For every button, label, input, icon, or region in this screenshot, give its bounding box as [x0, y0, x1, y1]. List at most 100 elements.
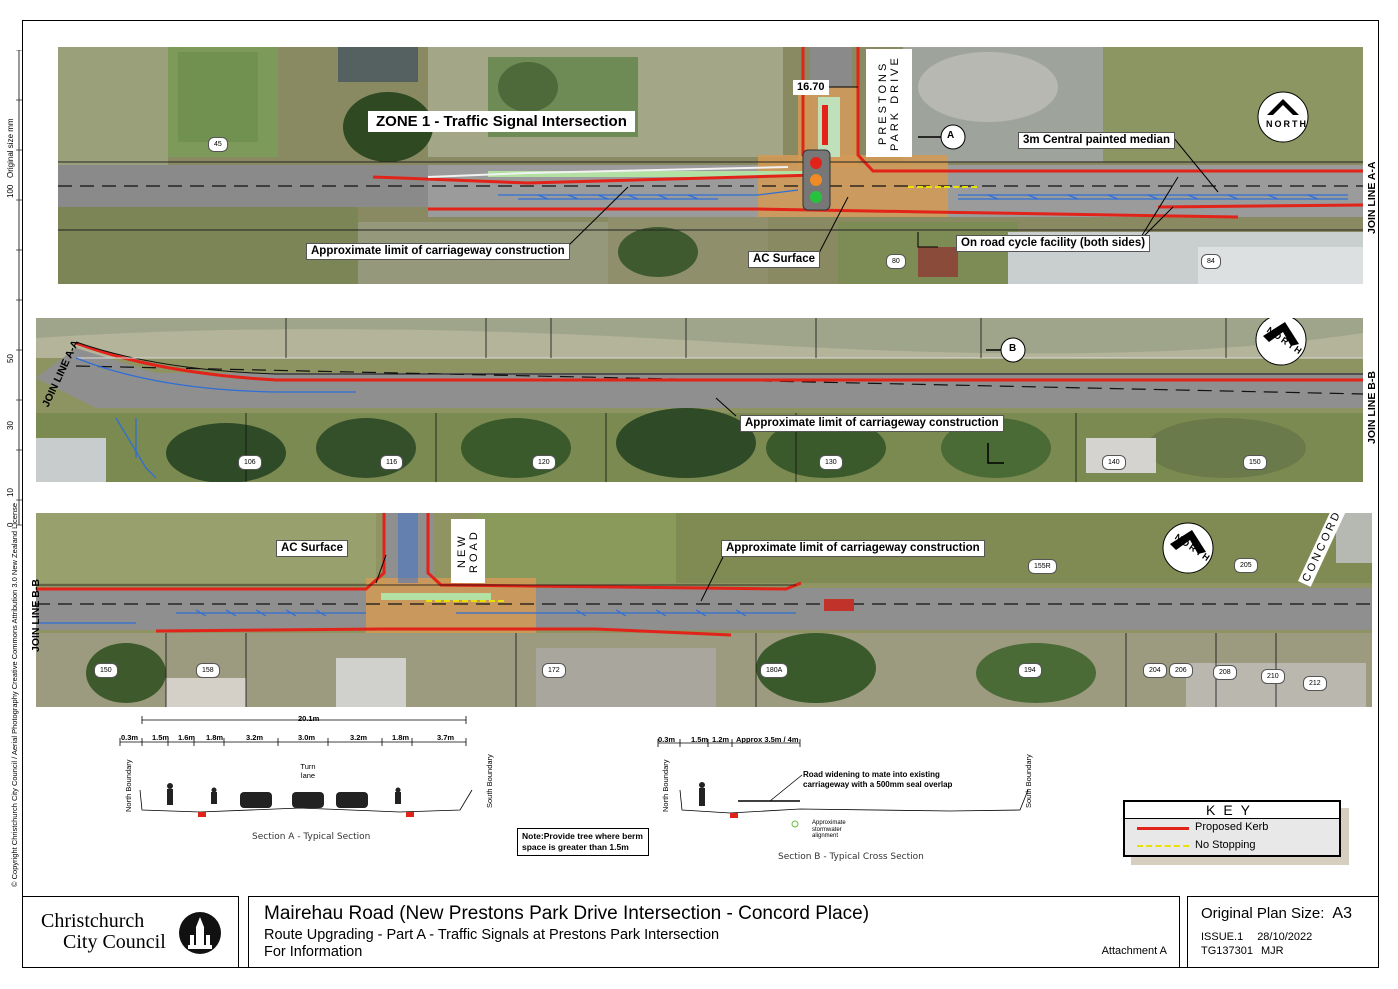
section-a-caption: Section A - Typical Section: [252, 832, 371, 842]
lot-number: 206: [1169, 663, 1193, 678]
dim-total: 20.1m: [298, 714, 320, 723]
lot-number: 80: [886, 254, 906, 269]
zone-title: ZONE 1 - Traffic Signal Intersection: [368, 111, 635, 132]
scale-10: 10: [6, 488, 15, 497]
scale-30: 30: [6, 421, 15, 430]
join-line-a-right: JOIN LINE A-A: [1366, 161, 1378, 234]
lot-number: 155R: [1028, 559, 1057, 574]
lot-number: 208: [1213, 665, 1237, 680]
drawing-title-block: Mairehau Road (New Prestons Park Drive I…: [248, 896, 1180, 968]
scale-100: 100: [6, 184, 15, 198]
lot-number: 150: [94, 663, 118, 678]
scale-50: 50: [6, 354, 15, 363]
key-row-no-stopping: No Stopping: [1125, 837, 1339, 855]
drawing-subtitle: Route Upgrading - Part A - Traffic Signa…: [264, 927, 720, 943]
aerial-plan-middle: [36, 318, 1363, 482]
section-marker-b: B: [1009, 343, 1017, 354]
drawing-number-row: TG137301 MJR: [1201, 945, 1284, 957]
north-arrow-label: NORTH: [1266, 119, 1308, 129]
join-line-b-left: JOIN LINE B-B: [30, 579, 42, 652]
copyright-notice: © Copyright Christchurch City Council / …: [10, 502, 19, 887]
dim-a-8: 3.7m: [437, 733, 455, 742]
label-ac-surface: AC Surface: [276, 540, 348, 557]
lot-number: 194: [1018, 663, 1042, 678]
dim-a-0: 0.3m: [121, 733, 139, 742]
lot-number: 130: [819, 455, 843, 470]
south-boundary-a: South Boundary: [485, 754, 494, 808]
lot-number: 120: [532, 455, 556, 470]
lot-number: 204: [1143, 663, 1167, 678]
dim-a-3: 1.8m: [206, 733, 224, 742]
plan-panel-middle: B NORTH Approximate limit of carriageway…: [36, 318, 1363, 482]
lot-number: 150: [1243, 455, 1267, 470]
plan-size-row: Original Plan Size: A3: [1201, 905, 1352, 923]
lot-number: 212: [1303, 676, 1327, 691]
dim-a-5: 3.0m: [298, 733, 316, 742]
section-b-caption: Section B - Typical Cross Section: [778, 852, 924, 862]
lot-number: 106: [238, 455, 262, 470]
issue-date: 28/10/2022: [1257, 931, 1313, 943]
key-row-kerb: Proposed Kerb: [1125, 819, 1339, 837]
lot-number: 140: [1102, 455, 1126, 470]
aerial-plan-zone3: [36, 513, 1372, 707]
join-line-b-right: JOIN LINE B-B: [1366, 371, 1378, 444]
key-no-stopping-label: No Stopping: [1195, 839, 1256, 851]
dim-b-3: Approx 3.5m / 4m: [736, 735, 799, 744]
plan-size-value: A3: [1332, 905, 1352, 922]
label-cycle-facility: On road cycle facility (both sides): [956, 235, 1151, 252]
attachment-label: Attachment A: [1101, 945, 1167, 957]
label-construction-limit: Approximate limit of carriageway constru…: [721, 540, 985, 557]
drawing-purpose: For Information: [264, 944, 363, 960]
dim-a-1: 1.5m: [152, 733, 170, 742]
north-boundary-b: North Boundary: [661, 759, 670, 812]
label-construction-limit: Approximate limit of carriageway constru…: [740, 415, 1004, 432]
lot-number: 84: [1201, 254, 1221, 269]
dim-b-2: 1.2m: [712, 735, 730, 744]
key-kerb-label: Proposed Kerb: [1195, 821, 1269, 833]
scale-original: Original size mm: [6, 118, 15, 178]
drawing-number: TG137301: [1201, 945, 1253, 957]
council-logo-text: Christchurch City Council: [41, 911, 166, 953]
street-name-new-road: NEW ROAD: [451, 519, 485, 583]
label-ac-surface: AC Surface: [748, 251, 820, 268]
logo-line-2: City Council: [63, 931, 166, 953]
dim-a-7: 1.8m: [392, 733, 410, 742]
lot-number: 205: [1234, 558, 1258, 573]
cathedral-logo-icon: [179, 912, 221, 954]
turn-lane-label: Turn lane: [300, 762, 316, 780]
dim-b-1: 1.5m: [691, 735, 709, 744]
kerb-swatch: [1137, 827, 1189, 830]
lot-number: 172: [542, 663, 566, 678]
dim-b-0: 0.3m: [658, 735, 676, 744]
legend-key: KEY Proposed Kerb No Stopping: [1123, 800, 1341, 857]
tree-note: Note:Provide tree where berm space is gr…: [517, 828, 649, 856]
south-boundary-b: South Boundary: [1024, 754, 1033, 808]
issue-number: ISSUE.1: [1201, 931, 1244, 943]
council-logo-block: Christchurch City Council: [22, 896, 239, 968]
section-a-drawing: [119, 716, 473, 817]
north-boundary-a: North Boundary: [124, 759, 133, 812]
aerial-plan-zone1: [58, 47, 1363, 284]
label-construction-limit: Approximate limit of carriageway constru…: [306, 243, 570, 260]
stormwater-note: Approximate stormwater alignment: [812, 820, 846, 839]
dim-a-2: 1.6m: [178, 733, 196, 742]
label-central-median: 3m Central painted median: [1018, 132, 1175, 149]
lot-number: 210: [1261, 669, 1285, 684]
plan-size-label: Original Plan Size:: [1201, 905, 1325, 922]
plan-panel-zone3: AC Surface NEW ROAD Approximate limit of…: [36, 513, 1372, 707]
street-name-prestons-park: PRESTONS PARK DRIVE: [866, 49, 912, 157]
drawing-author: MJR: [1260, 945, 1284, 957]
intersection-width-dimension: 16.70: [793, 80, 829, 95]
key-title: KEY: [1125, 802, 1339, 819]
logo-line-1: Christchurch: [41, 910, 145, 932]
no-stopping-swatch: [1137, 845, 1189, 847]
issue-row: ISSUE.1 28/10/2022: [1201, 931, 1312, 943]
road-widening-note: Road widening to mate into existing carr…: [803, 770, 953, 789]
lot-number: 158: [196, 663, 220, 678]
lot-number: 180A: [760, 663, 789, 678]
street-name-text: NEW ROAD: [456, 529, 480, 573]
lot-number: 116: [380, 455, 404, 470]
drawing-title: Mairehau Road (New Prestons Park Drive I…: [264, 903, 870, 924]
plan-panel-zone1: ZONE 1 - Traffic Signal Intersection 16.…: [58, 47, 1363, 284]
